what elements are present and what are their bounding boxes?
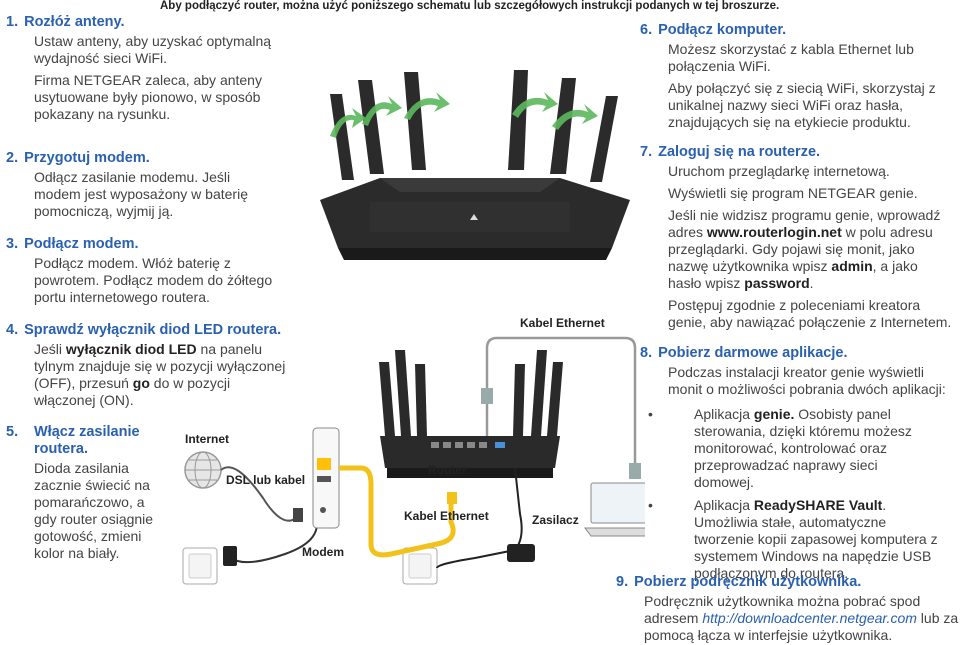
step-1: 1. Rozłóż anteny. Ustaw anteny, aby uzysk… xyxy=(6,14,306,123)
ethernet-cable xyxy=(485,336,637,466)
step-number: 6. xyxy=(640,22,653,38)
label-ethernet-bottom: Kabel Ethernet xyxy=(404,509,489,523)
step-title: Podłącz modem. xyxy=(24,236,139,252)
step-title: Włącz zasilanie routera. xyxy=(34,424,140,457)
step-number: 2. xyxy=(6,150,19,166)
step-7: 7. Zaloguj się na routerze. Uruchom przeg… xyxy=(640,144,960,331)
step-number: 5. xyxy=(6,424,19,440)
apps-list: Aplikacja genie. Osobisty panel sterowan… xyxy=(640,406,940,582)
step-text: Dioda zasilania zacznie świecić na pomar… xyxy=(34,460,154,561)
step-text: Odłącz zasilanie modemu. Jeśli modem jes… xyxy=(34,169,248,219)
step-number: 8. xyxy=(640,345,653,361)
step-8: 8. Pobierz darmowe aplikacje. Podczas ins… xyxy=(640,345,960,588)
connection-diagram xyxy=(182,336,645,585)
download-link[interactable]: http://downloadcenter.netgear.com xyxy=(702,610,917,626)
label-modem: Modem xyxy=(302,545,344,559)
step-title: Podłącz komputer. xyxy=(658,22,787,38)
step-title: Pobierz podręcznik użytkownika. xyxy=(634,574,862,590)
step-text: Ustaw anteny, aby uzyskać optymalną wyda… xyxy=(34,33,272,66)
step-9: 9. Pobierz podręcznik użytkownika. Podręc… xyxy=(616,574,960,644)
step-text: Podłącz modem. Włóż baterię z powrotem. … xyxy=(34,255,273,305)
step-6: 6. Podłącz komputer. Możesz skorzystać z … xyxy=(640,22,960,131)
list-item: Aplikacja genie. Osobisty panel sterowan… xyxy=(640,406,940,491)
step-text: Aby połączyć się z siecią WiFi, skorzyst… xyxy=(668,80,936,130)
step-5: 5. Włącz zasilanie routera. Dioda zasilan… xyxy=(6,424,166,562)
step-text: Firma NETGEAR zaleca, aby anteny usytuow… xyxy=(34,72,262,122)
wall-outlet-icon xyxy=(182,547,218,585)
label-router: Router xyxy=(428,463,467,477)
step-number: 4. xyxy=(6,322,19,338)
list-item: Aplikacja ReadySHARE Vault. Umożliwia st… xyxy=(640,497,940,582)
top-instruction-note: Aby podłączyć router, można użyć poniższ… xyxy=(160,0,780,12)
step-number: 1. xyxy=(6,14,19,30)
step-title: Pobierz darmowe aplikacje. xyxy=(658,345,848,361)
label-adapter: Zasilacz xyxy=(532,513,579,527)
step-4: 4. Sprawdź wyłącznik diod LED routera. Je… xyxy=(6,322,306,409)
modem-device xyxy=(312,427,340,529)
step-text: Jeśli nie widzisz programu genie, wprowa… xyxy=(668,207,941,291)
router-device xyxy=(379,350,563,478)
step-title: Sprawdź wyłącznik diod LED routera. xyxy=(24,322,282,338)
label-internet: Internet xyxy=(185,432,230,446)
label-ethernet-top: Kabel Ethernet xyxy=(520,316,605,330)
laptop-icon xyxy=(584,482,645,537)
power-adapter xyxy=(507,544,535,562)
label-dsl: DSL lub kabel xyxy=(226,473,306,487)
step-title: Rozłóż anteny. xyxy=(24,14,125,30)
yellow-ethernet-cable xyxy=(339,465,456,558)
step-number: 3. xyxy=(6,236,19,252)
wall-outlet-icon xyxy=(402,547,438,585)
step-3: 3. Podłącz modem. Podłącz modem. Włóż bat… xyxy=(6,236,306,306)
step-title: Zaloguj się na routerze. xyxy=(658,144,821,160)
step-number: 7. xyxy=(640,144,653,160)
step-text: Podczas instalacji kreator genie wyświet… xyxy=(668,364,946,397)
step-text: Wyświetli się program NETGEAR genie. xyxy=(668,185,918,201)
step-text: Podręcznik użytkownika można pobrać spod… xyxy=(644,593,959,643)
step-text: Jeśli wyłącznik diod LED na panelu tylny… xyxy=(34,341,286,408)
step-text: Uruchom przeglądarkę internetową. xyxy=(668,163,890,179)
router-antennas-illustration xyxy=(320,70,630,260)
step-number: 9. xyxy=(616,574,629,590)
step-text: Postępuj zgodnie z poleceniami kreatora … xyxy=(668,297,952,330)
step-2: 2. Przygotuj modem. Odłącz zasilanie mode… xyxy=(6,150,306,220)
step-text: Możesz skorzystać z kabla Ethernet lub p… xyxy=(668,41,914,74)
step-title: Przygotuj modem. xyxy=(24,150,150,166)
